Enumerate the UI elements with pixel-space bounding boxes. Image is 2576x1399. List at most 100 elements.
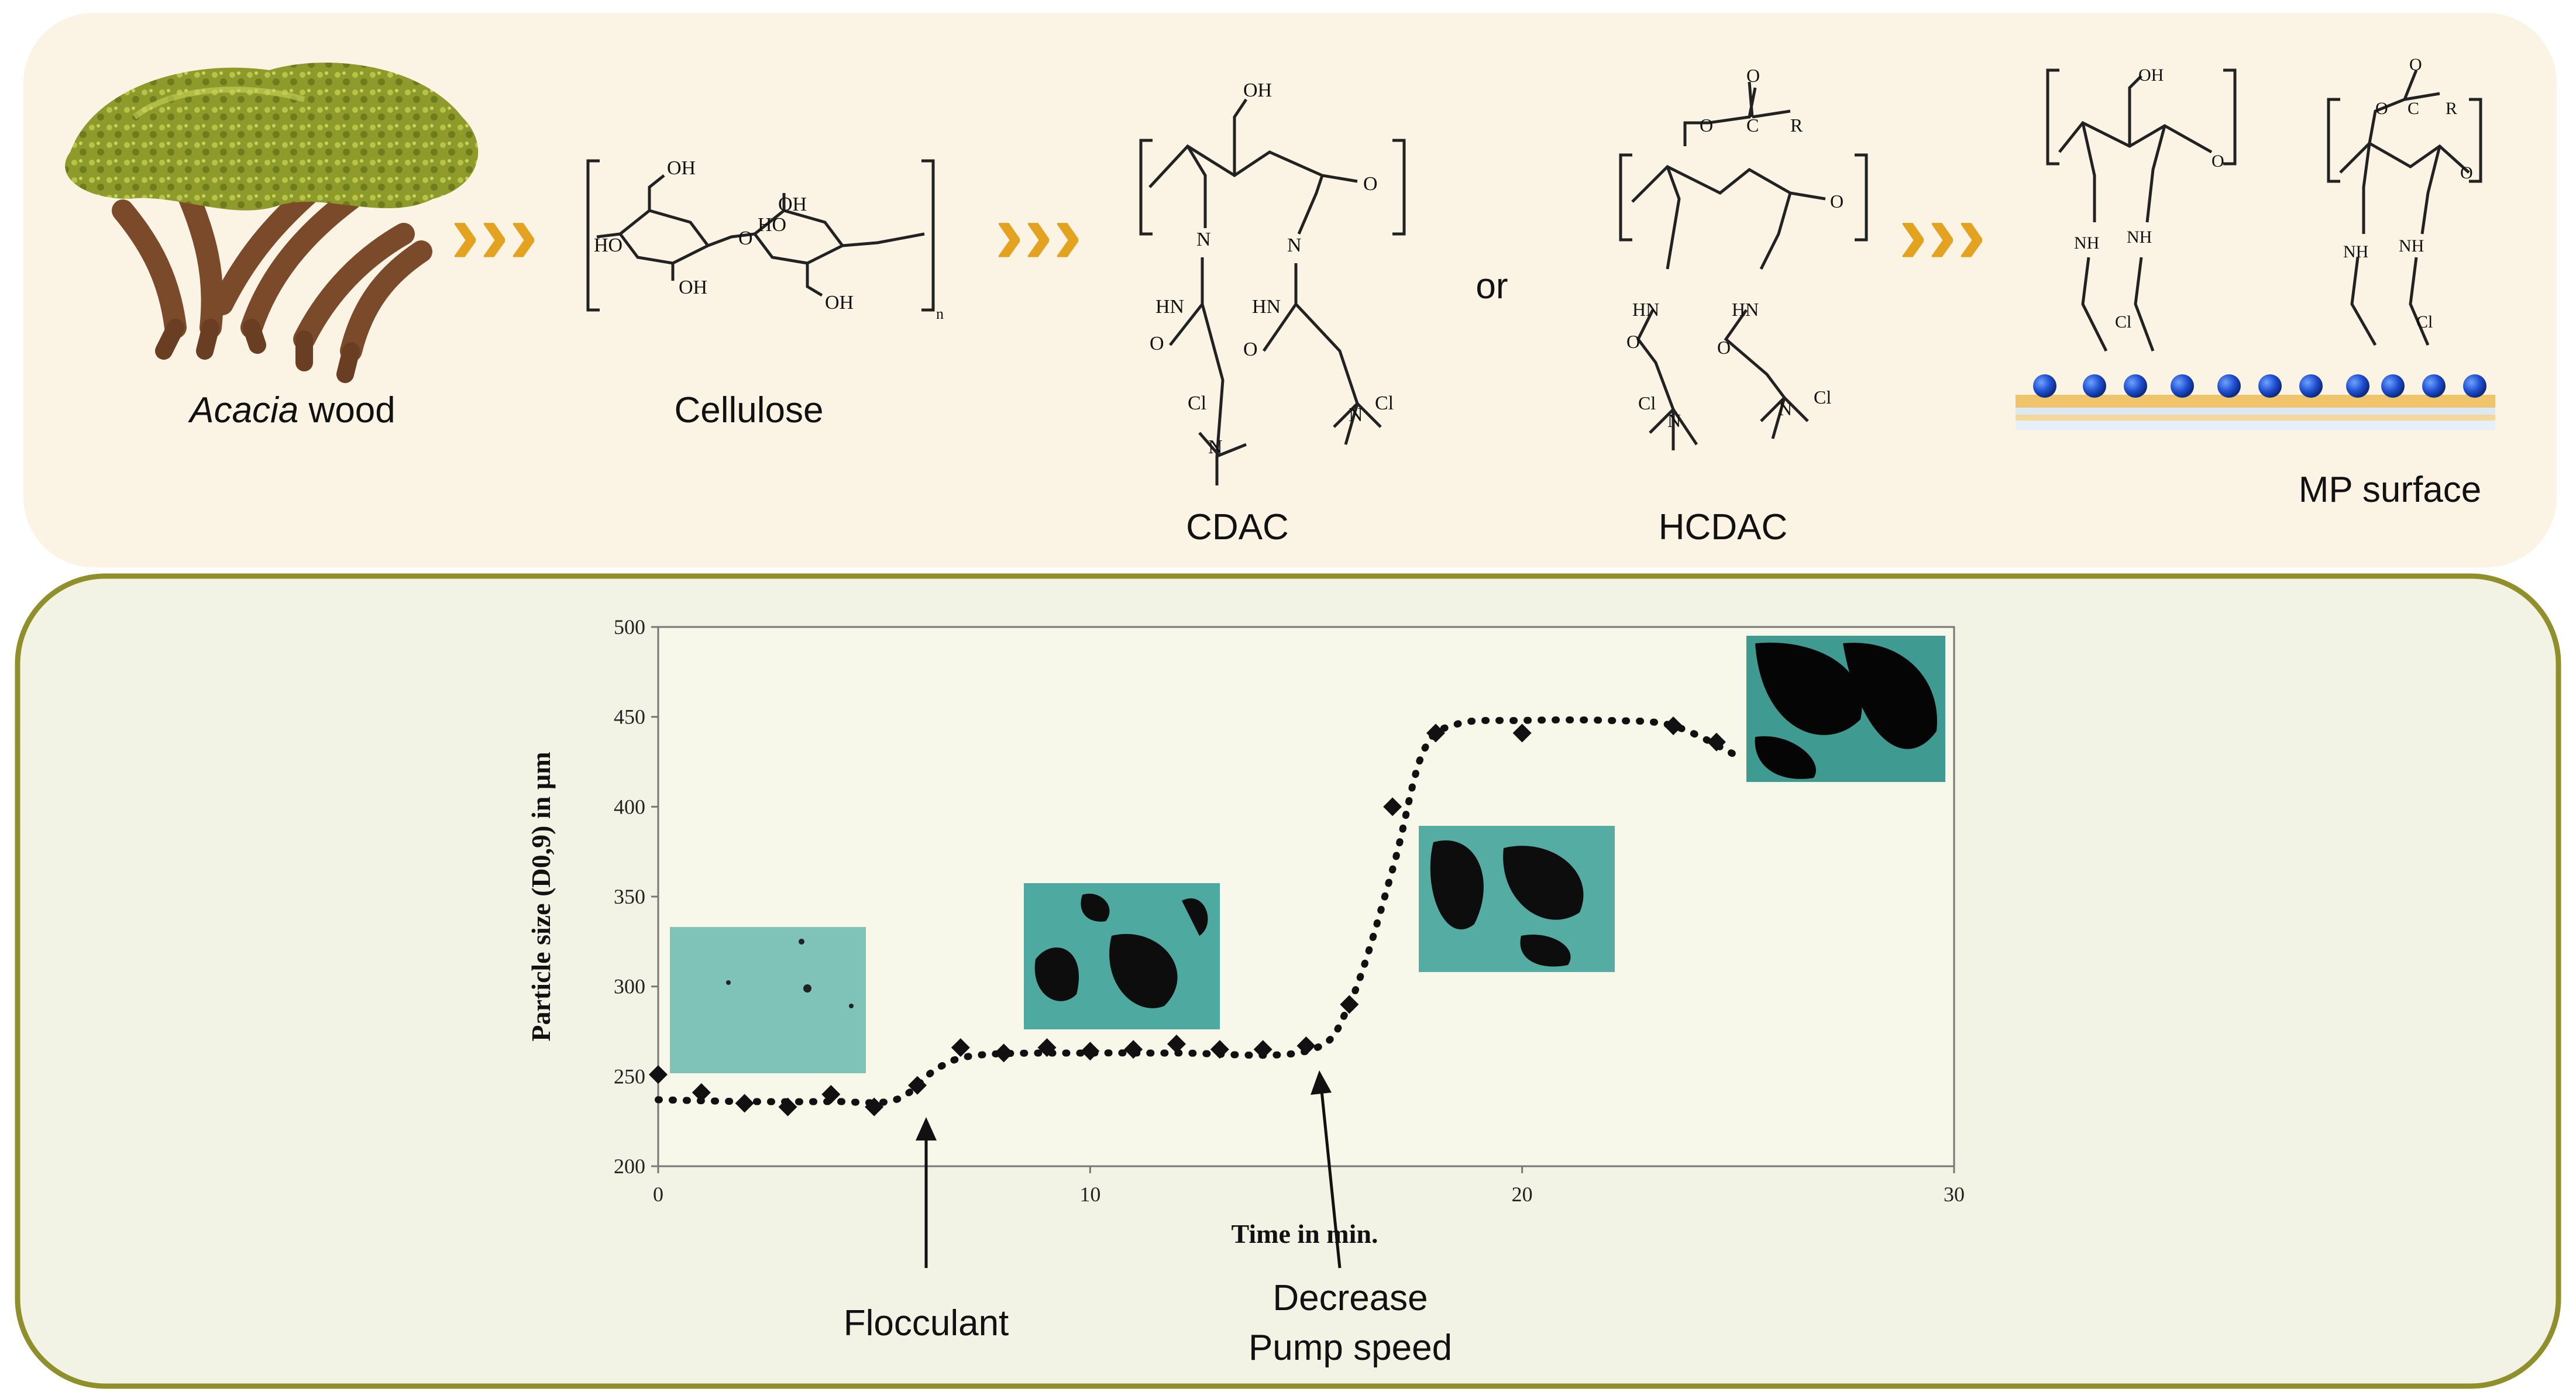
svg-text:O: O — [1830, 191, 1844, 212]
particle-icon — [2381, 374, 2405, 398]
y-tick-label: 300 — [614, 975, 645, 998]
mp-surface-atom-labels: OH O NH NH Cl O O C R O NH NH Cl — [2074, 55, 2473, 332]
svg-text:HN: HN — [1732, 299, 1759, 320]
flocculant-label: Flocculant — [844, 1303, 1009, 1343]
svg-text:N: N — [1287, 235, 1302, 256]
particle-icon — [2124, 374, 2147, 398]
process-arrow-2-icon: ››› — [995, 184, 1082, 282]
data-point — [1512, 723, 1532, 743]
top-panel: Acacia wood ››› OH HO OH O HO OH OH n Ce… — [23, 13, 2557, 567]
data-point — [1707, 732, 1726, 752]
svg-text:C: C — [1746, 115, 1759, 136]
svg-text:HN: HN — [1155, 296, 1184, 318]
svg-text:NH: NH — [2343, 242, 2368, 261]
pump-speed-arrow-icon — [1319, 1084, 1342, 1269]
svg-text:NH: NH — [2127, 228, 2152, 247]
particle-icon — [2083, 374, 2106, 398]
data-point — [1426, 723, 1445, 743]
svg-text:HO: HO — [758, 214, 786, 236]
top-panel-background — [23, 13, 2557, 567]
svg-text:N: N — [1349, 404, 1363, 426]
mp-surface-label: MP surface — [2299, 470, 2481, 510]
x-tick-label: 0 — [653, 1183, 663, 1206]
data-point — [1210, 1040, 1229, 1059]
svg-text:O: O — [1700, 115, 1713, 136]
svg-text:O: O — [738, 228, 753, 249]
acacia-tree-icon — [65, 62, 479, 383]
y-tick-label: 250 — [614, 1064, 645, 1088]
mp-surface-structure — [2046, 68, 2482, 352]
svg-text:OH: OH — [667, 157, 696, 179]
process-arrow-3-icon: ››› — [1899, 184, 1986, 282]
data-point — [1037, 1038, 1057, 1057]
svg-text:NH: NH — [2399, 236, 2424, 256]
svg-text:HO: HO — [594, 235, 622, 256]
svg-text:HN: HN — [1252, 296, 1281, 318]
x-tick-label: 30 — [1944, 1183, 1965, 1206]
data-point — [1167, 1035, 1186, 1054]
or-label: or — [1476, 266, 1508, 306]
y-tick-label: 350 — [614, 885, 645, 908]
cdac-structure — [1139, 98, 1406, 485]
svg-text:OH: OH — [1243, 80, 1272, 101]
y-tick-label: 450 — [614, 705, 645, 729]
pump-speed-label: Pump speed — [1249, 1328, 1452, 1368]
y-tick-label: 500 — [614, 615, 645, 639]
x-tick-label: 10 — [1079, 1183, 1100, 1206]
data-point — [692, 1083, 711, 1102]
svg-text:R: R — [2446, 99, 2457, 118]
data-point — [1664, 716, 1683, 736]
svg-text:C: C — [2408, 99, 2419, 118]
cellulose-structure — [586, 159, 935, 312]
process-arrow-1-icon: ››› — [450, 184, 538, 282]
cdac-label: CDAC — [1186, 507, 1289, 547]
data-point — [821, 1085, 841, 1104]
svg-text:O: O — [1150, 333, 1164, 354]
svg-text:OH: OH — [778, 194, 807, 215]
cellulose-atom-labels: OH HO OH O HO OH OH n — [594, 157, 944, 322]
svg-text:N: N — [1667, 410, 1681, 431]
data-point — [951, 1038, 970, 1057]
data-point — [1081, 1042, 1100, 1061]
particle-icon — [2258, 374, 2282, 398]
hcdac-label: HCDAC — [1659, 507, 1787, 547]
svg-text:O: O — [2375, 99, 2388, 118]
data-point — [994, 1043, 1013, 1063]
data-point — [735, 1094, 754, 1113]
particle-icon — [2217, 374, 2241, 398]
data-point — [1253, 1040, 1272, 1059]
data-points — [649, 716, 1726, 1117]
particle-icon — [2422, 374, 2446, 398]
svg-text:NH: NH — [2074, 233, 2099, 253]
decrease-label: Decrease — [1272, 1278, 1428, 1318]
svg-text:N: N — [1779, 398, 1792, 419]
pump-speed-annotation: Decrease Pump speed — [1249, 1070, 1452, 1368]
micrograph-inset-1 — [670, 927, 866, 1073]
data-point — [865, 1097, 884, 1117]
mp-surface-layer — [2016, 395, 2495, 430]
svg-text:OH: OH — [2138, 66, 2164, 85]
svg-text:Cl: Cl — [1814, 387, 1831, 408]
hcdac-structure — [1619, 81, 1868, 450]
svg-text:O: O — [2212, 151, 2224, 171]
particle-icon — [2033, 374, 2056, 398]
flocculant-annotation: Flocculant — [844, 1117, 1009, 1343]
svg-text:Cl: Cl — [1638, 392, 1656, 414]
mp-surface-particles — [2033, 374, 2486, 398]
svg-text:O: O — [1626, 331, 1640, 352]
svg-text:N: N — [1196, 229, 1211, 250]
svg-text:HN: HN — [1632, 299, 1659, 320]
acacia-wood-label: Acacia wood — [187, 390, 395, 430]
particle-icon — [2299, 374, 2323, 398]
micrograph-insets — [670, 636, 1945, 1073]
svg-text:Cl: Cl — [1188, 392, 1206, 414]
svg-text:OH: OH — [825, 292, 854, 313]
svg-text:Cl: Cl — [2416, 312, 2433, 332]
y-tick-label: 400 — [614, 795, 645, 818]
svg-text:O: O — [1717, 337, 1731, 358]
